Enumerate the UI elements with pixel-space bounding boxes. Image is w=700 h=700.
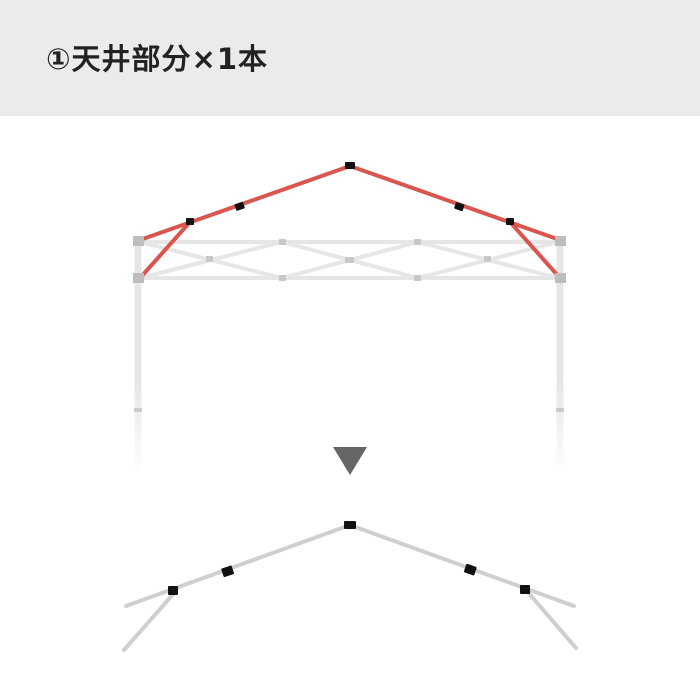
roof-part-joints xyxy=(168,521,530,595)
roof-part-bars xyxy=(122,523,578,652)
down-triangle-icon xyxy=(333,447,367,475)
page-title: ①天井部分×1本 xyxy=(46,42,269,76)
corner-brackets xyxy=(133,236,566,283)
tent-frame-diagram xyxy=(125,162,575,475)
roof-joints xyxy=(186,162,514,225)
header-bar: ①天井部分×1本 xyxy=(0,0,700,116)
truss-joints xyxy=(206,239,491,281)
roof-frame-highlight xyxy=(138,164,562,280)
roof-part-diagram xyxy=(122,521,578,652)
leg-clips xyxy=(134,408,564,412)
